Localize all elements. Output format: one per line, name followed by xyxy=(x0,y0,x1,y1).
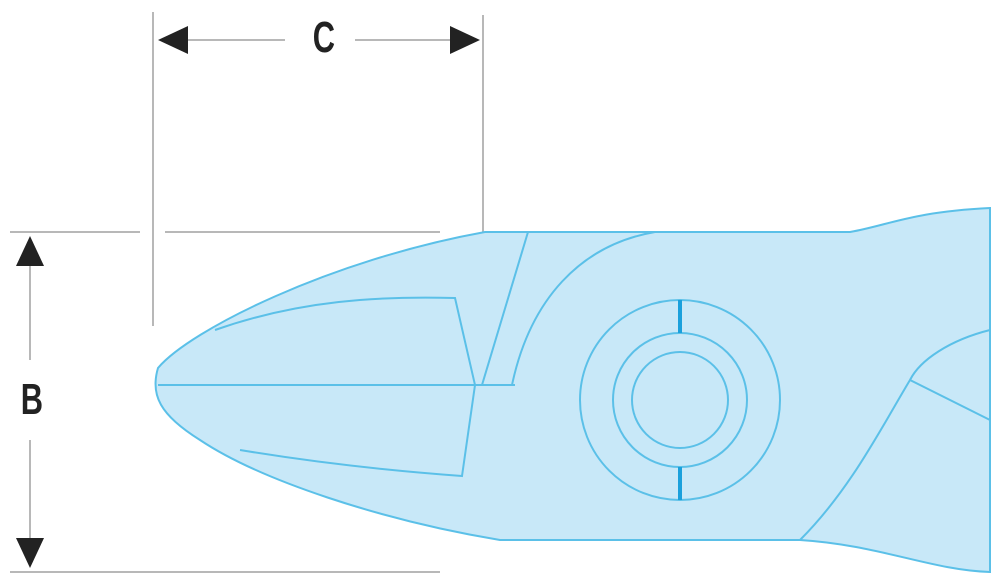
plier-outline xyxy=(154,206,991,574)
handle-arc xyxy=(799,329,991,541)
arrows xyxy=(16,26,480,568)
dimension-label-b: B xyxy=(20,375,44,424)
arrow-down-icon xyxy=(16,538,44,568)
pivot-inner-ring xyxy=(631,351,729,449)
blade-bevel-line xyxy=(481,231,529,386)
jaw-arc xyxy=(511,231,656,386)
arrow-right-icon xyxy=(450,26,480,54)
arrow-up-icon xyxy=(16,236,44,266)
blade-outline xyxy=(214,296,477,478)
dimension-label-c: C xyxy=(312,13,336,62)
handle-line xyxy=(909,379,991,421)
arrow-left-icon xyxy=(158,26,188,54)
plier-body xyxy=(154,206,991,574)
